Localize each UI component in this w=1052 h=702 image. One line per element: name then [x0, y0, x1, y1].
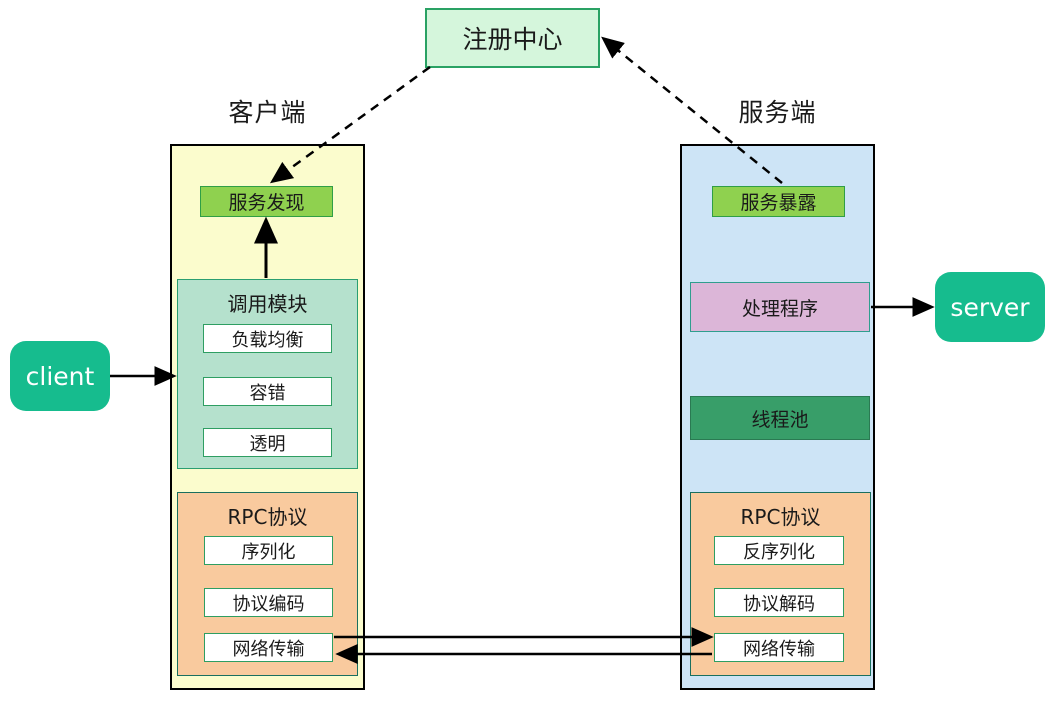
- service-discovery-box: 服务发现: [200, 186, 333, 217]
- load-balance-box: 负载均衡: [203, 324, 332, 353]
- fault-tolerance-box: 容错: [203, 377, 332, 406]
- protocol-encode-box: 协议编码: [204, 588, 333, 617]
- server-rpc-protocol-title: RPC协议: [740, 505, 821, 529]
- transparency-box: 透明: [203, 428, 332, 457]
- serialization-box: 序列化: [204, 536, 333, 565]
- registry-center-box: 注册中心: [425, 8, 600, 68]
- server-side-title: 服务端: [738, 98, 817, 127]
- client-rpc-protocol-title: RPC协议: [227, 505, 308, 529]
- protocol-decode-box: 协议解码: [714, 588, 844, 617]
- handler-box: 处理程序: [690, 282, 870, 332]
- invoke-module-title: 调用模块: [227, 292, 308, 316]
- client-side-title: 客户端: [228, 98, 307, 127]
- server-node: server: [935, 272, 1045, 342]
- service-expose-box: 服务暴露: [712, 186, 845, 217]
- client-network-transport-box: 网络传输: [204, 633, 333, 662]
- server-network-transport-box: 网络传输: [714, 633, 844, 662]
- deserialization-box: 反序列化: [714, 536, 844, 565]
- registry-center-label: 注册中心: [462, 25, 563, 54]
- thread-pool-box: 线程池: [690, 396, 870, 440]
- client-node: client: [10, 341, 110, 411]
